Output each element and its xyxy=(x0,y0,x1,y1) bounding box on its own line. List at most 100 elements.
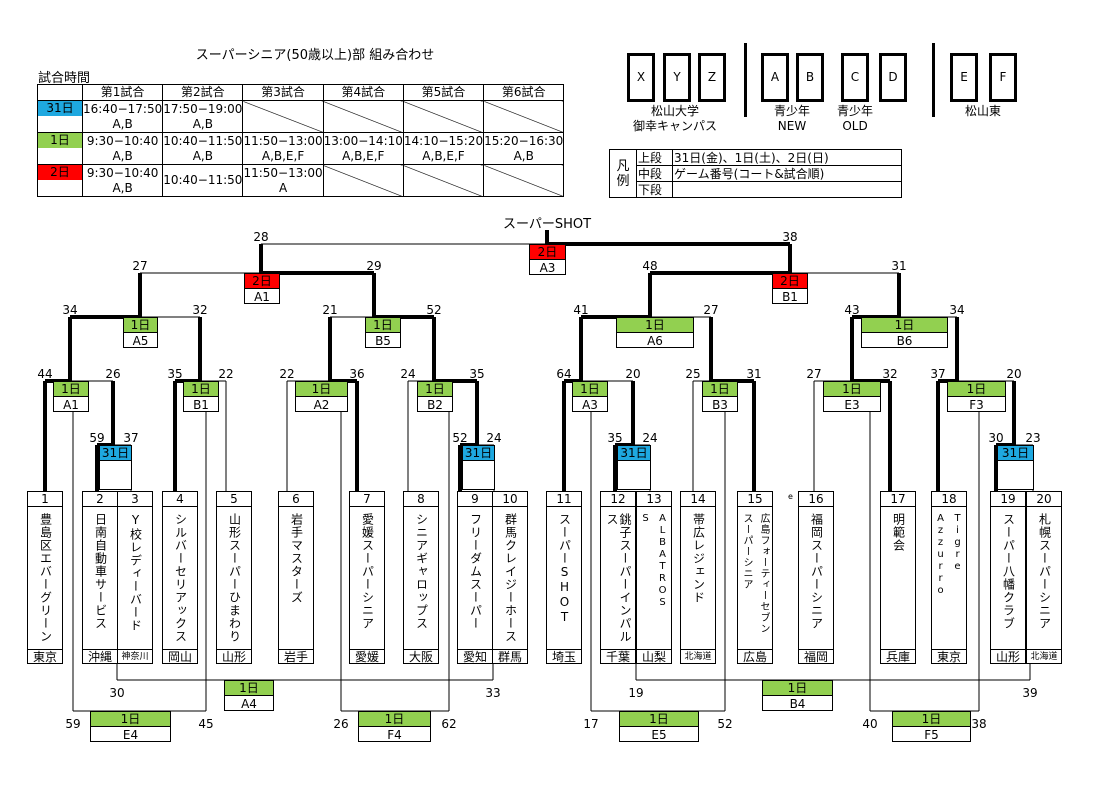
stray-mark: e xyxy=(788,492,793,501)
score-label: 52 xyxy=(426,303,442,317)
team-box: 9 フリーダムスーパー 愛知 xyxy=(457,491,493,664)
match-day-badge: 2日 xyxy=(245,274,279,289)
team-number: 9 xyxy=(458,492,492,507)
match-day-badge: 1日 xyxy=(366,318,400,333)
team-box: 4 シルバーセリアックス 岡山 xyxy=(162,491,198,664)
team-name: 福岡スーパーシニア xyxy=(809,513,824,630)
score-label: 34 xyxy=(949,303,965,317)
score-label: 32 xyxy=(882,367,898,381)
schedule-empty-cell xyxy=(242,100,324,133)
court-list: A,B xyxy=(112,116,133,131)
match-day-badge: 1日 xyxy=(824,382,880,397)
schedule-header: 第5試合 xyxy=(402,84,485,101)
score-label: 62 xyxy=(441,717,457,731)
score-label: 26 xyxy=(105,367,121,381)
score-label: 24 xyxy=(400,367,416,381)
score-label: 45 xyxy=(198,717,214,731)
team-prefecture: 沖縄 xyxy=(83,649,117,664)
score-label: 52 xyxy=(452,431,468,445)
court-box: C xyxy=(841,53,869,102)
match-day-badge: 31日 xyxy=(463,446,494,461)
team-number: 12 xyxy=(601,492,635,507)
schedule-empty-cell xyxy=(322,164,404,197)
team-number: 7 xyxy=(350,492,384,507)
match-day-badge: 1日 xyxy=(948,382,1005,397)
team-number: 6 xyxy=(279,492,313,507)
match-code: A5 xyxy=(123,332,158,348)
team-box: 6 岩手マスターズ 岩手 xyxy=(278,491,314,664)
court-box: X xyxy=(627,53,655,102)
court-list: A,B,E,F xyxy=(261,148,305,163)
score-label: 22 xyxy=(218,367,234,381)
team-number: 8 xyxy=(404,492,438,507)
match-code: B1 xyxy=(183,396,219,412)
team-number: 2 xyxy=(83,492,117,507)
score-label: 31 xyxy=(746,367,762,381)
court-list: A xyxy=(278,180,288,195)
team-name: 豊島区エバーグリーン xyxy=(38,513,53,643)
score-label: 24 xyxy=(642,431,658,445)
team-box: 2 日南自動車サービス 沖縄 xyxy=(82,491,118,664)
match-day-badge: 31日 xyxy=(998,446,1033,461)
match-code: B1 xyxy=(772,288,808,304)
legend-label: 凡例 xyxy=(609,149,637,198)
match-day-badge: 2日 xyxy=(773,274,807,289)
team-name: フリーダムスーパー xyxy=(468,513,483,630)
team-name: 帯広レジェンド xyxy=(691,513,706,604)
match-day-badge: 1日 xyxy=(296,382,347,397)
score-label: 34 xyxy=(62,303,78,317)
team-number: 10 xyxy=(493,492,527,507)
time-slot: 16:40−17:50 xyxy=(83,101,163,116)
score-label: 31 xyxy=(891,259,907,273)
time-slot: 14:10−15:20 xyxy=(403,133,484,148)
match-code: E4 xyxy=(90,726,171,742)
match-day-badge: 1日 xyxy=(54,382,88,397)
time-slot: 15:20−16:30 xyxy=(484,133,564,148)
team-name: 広島フォーティーセブン xyxy=(758,513,769,634)
time-slot: 17:50−19:00 xyxy=(163,101,243,116)
match-day-badge: 31日 xyxy=(100,446,131,461)
team-name: ALBATROS xyxy=(657,513,668,609)
team-name: スーパー八幡クラブ xyxy=(1001,513,1016,630)
team-prefecture: 山形 xyxy=(217,649,251,664)
score-label: 30 xyxy=(988,431,1004,445)
court-box: E xyxy=(950,53,978,102)
match-code: A3 xyxy=(572,396,608,412)
match-day-badge: 1日 xyxy=(617,318,693,333)
match-day-badge: 1日 xyxy=(862,318,947,333)
court-divider xyxy=(744,43,747,117)
team-number: 5 xyxy=(217,492,251,507)
match-code xyxy=(617,460,651,490)
team-number: 4 xyxy=(163,492,197,507)
team-box: 7 愛媛スーパーシニア 愛媛 xyxy=(349,491,385,664)
team-prefecture: 埼玉 xyxy=(547,649,581,664)
team-number: 1 xyxy=(28,492,62,507)
score-label: 37 xyxy=(123,431,139,445)
match-code xyxy=(99,460,132,490)
court-list: A,B xyxy=(192,116,213,131)
venue-subname: NEW xyxy=(777,119,807,133)
match-code: A6 xyxy=(616,332,694,348)
score-label: 59 xyxy=(89,431,105,445)
team-number: 11 xyxy=(547,492,581,507)
match-day-badge: 1日 xyxy=(225,681,273,696)
team-box: 11 スーパーSHOT 埼玉 xyxy=(546,491,582,664)
team-box: 3 Y校レディーバード 神奈川 xyxy=(117,491,153,664)
team-prefecture: 大阪 xyxy=(404,649,438,664)
team-name: 札幌スーパーシニア xyxy=(1037,513,1052,630)
court-box: Z xyxy=(698,53,726,102)
team-prefecture: 東京 xyxy=(932,649,966,664)
match-day-badge: 31日 xyxy=(618,446,650,461)
match-code: F4 xyxy=(358,726,431,742)
schedule-label: 試合時間 xyxy=(38,71,91,86)
day-badge: 1日 xyxy=(38,133,82,148)
court-box: D xyxy=(879,53,907,102)
score-label: 35 xyxy=(607,431,623,445)
team-box: 1 豊島区エバーグリーン 東京 xyxy=(27,491,63,664)
team-number: 16 xyxy=(799,492,833,507)
schedule-empty-cell xyxy=(402,100,485,133)
